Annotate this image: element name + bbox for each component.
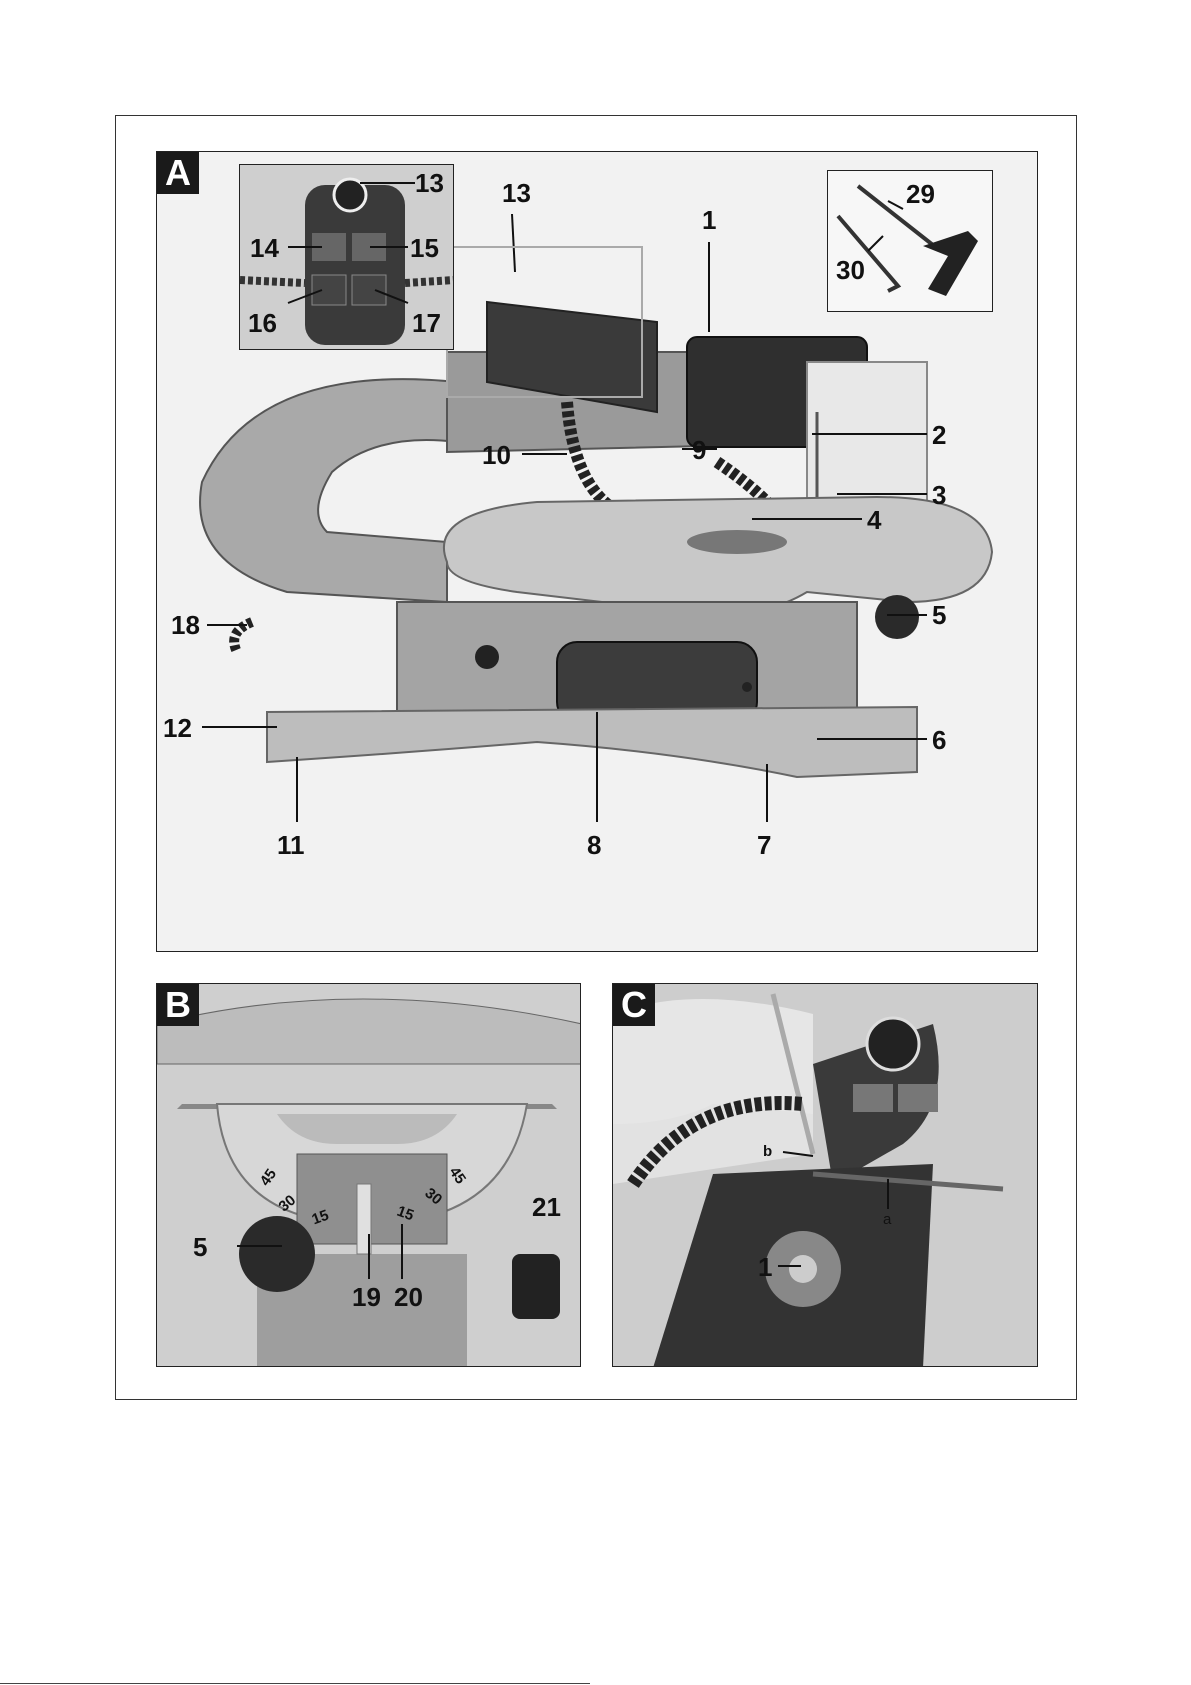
panel-c-tag: C <box>613 984 655 1026</box>
label-1-c: 1 <box>758 1254 772 1280</box>
label-12: 12 <box>163 715 192 741</box>
panel-c: C b a 1 <box>612 983 1038 1367</box>
inset-tools: 29 30 <box>827 170 993 312</box>
label-20: 20 <box>394 1284 423 1310</box>
blade-change-illustration <box>613 984 1038 1367</box>
panel-b-tag: B <box>157 984 199 1026</box>
label-4: 4 <box>867 507 881 533</box>
label-14: 14 <box>250 235 279 261</box>
label-2: 2 <box>932 422 946 448</box>
label-10: 10 <box>482 442 511 468</box>
label-3: 3 <box>932 482 946 508</box>
inset-control-panel: 13 14 15 16 17 <box>239 164 454 350</box>
label-7: 7 <box>757 832 771 858</box>
page-bottom-rule <box>0 1683 590 1684</box>
label-6: 6 <box>932 727 946 753</box>
label-8: 8 <box>587 832 601 858</box>
panel-a: A 13 14 15 16 17 <box>156 151 1038 952</box>
label-13-inset: 13 <box>415 170 444 196</box>
label-15: 15 <box>410 235 439 261</box>
label-30: 30 <box>836 257 865 283</box>
label-11: 11 <box>277 832 305 858</box>
label-b: b <box>763 1144 772 1159</box>
label-21: 21 <box>532 1194 561 1220</box>
label-9: 9 <box>692 437 706 463</box>
label-29: 29 <box>906 181 935 207</box>
label-19: 19 <box>352 1284 381 1310</box>
label-16: 16 <box>248 310 277 336</box>
label-5-b: 5 <box>193 1234 207 1260</box>
label-18: 18 <box>171 612 200 638</box>
label-1: 1 <box>702 207 716 233</box>
label-17: 17 <box>412 310 441 336</box>
panel-b: B 45 30 15 15 30 45 5 19 20 21 <box>156 983 581 1367</box>
label-a: a <box>883 1212 891 1227</box>
label-5: 5 <box>932 602 946 628</box>
panel-a-tag: A <box>157 152 199 194</box>
label-13: 13 <box>502 180 531 206</box>
